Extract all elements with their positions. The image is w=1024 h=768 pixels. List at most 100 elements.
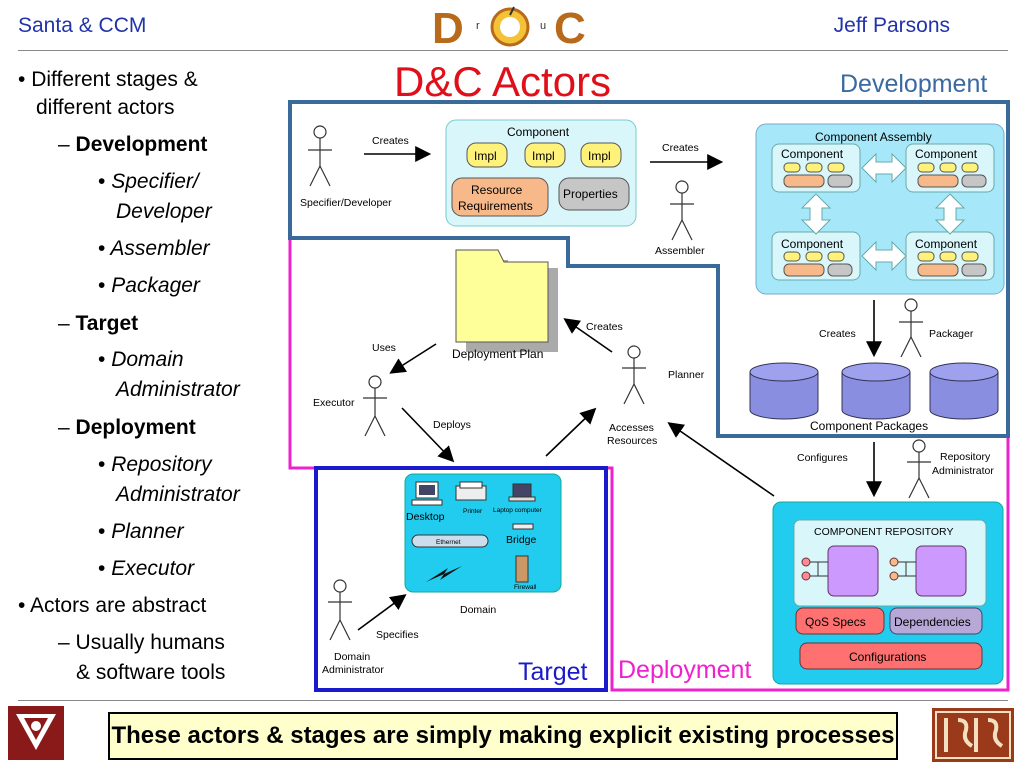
repo-component-icon <box>915 545 967 597</box>
bullet-domain-text: Domain <box>111 348 184 371</box>
planner-label: Planner <box>668 369 705 381</box>
bullet-specifier-text-2: Developer <box>116 200 212 223</box>
bullet-deployment-text: Deployment <box>75 416 196 439</box>
assembler-label: Assembler <box>655 245 705 257</box>
impl-pill <box>580 142 622 168</box>
dependencies-box <box>889 607 983 635</box>
bullet-stages: • Different stages & <box>18 66 198 93</box>
desktop-label: Desktop <box>406 511 445 523</box>
accesses-label-2: Resources <box>607 435 657 447</box>
bullet-dot: • <box>98 237 106 260</box>
double-arrow-icon <box>934 193 966 235</box>
qos-specs-box <box>795 607 885 635</box>
component-packages <box>749 362 999 420</box>
bullet-domain: • Domain <box>98 346 184 373</box>
bridge-label: Bridge <box>506 534 537 546</box>
assembly-components: Component Component Component Component <box>771 143 995 281</box>
specifier-actor-icon <box>308 125 332 187</box>
bullet-humans-text: Usually humans <box>75 631 225 654</box>
accesses-label-1: Accesses <box>609 422 654 434</box>
logo-small-u: u <box>540 20 546 32</box>
component-title: Component <box>507 125 570 139</box>
firewall-label: Firewall <box>514 584 537 591</box>
bullet-dot: • <box>98 453 106 476</box>
creates-arrow-3 <box>563 318 613 353</box>
repo-admin-label-2: Administrator <box>932 465 994 477</box>
printer-icon <box>455 481 487 501</box>
dash: – <box>58 416 70 439</box>
assembly-title: Component Assembly <box>815 130 932 144</box>
logo-small-g: r <box>476 20 480 32</box>
stage-label-development: Development <box>840 70 988 98</box>
assembly-component-label: Component <box>915 237 978 251</box>
configurations-label: Configurations <box>849 650 926 664</box>
bullet-dot: • <box>98 348 106 371</box>
impl-pills: Impl Impl Impl <box>466 142 622 168</box>
properties-label: Properties <box>563 187 618 201</box>
isis-letters <box>944 718 1004 752</box>
repository-access-arrow <box>667 422 775 497</box>
assembly-component-label: Component <box>781 147 844 161</box>
bullet-domain-text-2: Administrator <box>116 378 240 401</box>
ethernet-label: Ethernet <box>436 539 461 546</box>
doc-group-logo: D r u C <box>432 4 586 49</box>
header-divider <box>18 50 1008 51</box>
resource-requirements-box <box>451 177 549 217</box>
logo-o-inner <box>500 17 520 37</box>
bullet-dot: • <box>98 170 106 193</box>
bullet-abstract-text: Actors are abstract <box>30 594 207 617</box>
specifies-arrow <box>357 594 407 631</box>
bullet-specifier: • Specifier/ <box>98 168 199 195</box>
package-cylinder-icon <box>749 372 819 420</box>
wan-link-icon <box>426 566 462 582</box>
uses-label: Uses <box>372 342 396 354</box>
bullet-stages-text: Different stages & <box>31 68 198 91</box>
bullet-development-text: Development <box>75 133 208 156</box>
firewall-icon <box>515 555 529 583</box>
laptop-icon <box>508 483 536 502</box>
impl-label: Impl <box>474 149 497 163</box>
page-title: D&C Actors <box>394 58 612 105</box>
vanderbilt-logo <box>8 706 64 760</box>
domain-admin-label-2: Administrator <box>322 664 384 676</box>
repository-components <box>801 545 967 597</box>
assembly-component: Component <box>771 143 861 193</box>
logo-c: C <box>554 4 586 49</box>
printer-label: Printer <box>463 508 483 515</box>
deploys-arrow <box>401 407 455 463</box>
bullet-planner: • Planner <box>98 518 184 545</box>
bullet-abstract: • Actors are abstract <box>18 592 206 619</box>
bullet-dot: • <box>18 594 26 617</box>
desktop-icon <box>411 481 443 506</box>
ethernet-icon <box>411 534 489 548</box>
bullet-dot: • <box>18 68 26 91</box>
footer-divider <box>18 700 1008 701</box>
domain-admin-actor-icon <box>328 579 352 641</box>
logo-o-needle <box>509 6 515 16</box>
bullet-assembler: • Assembler <box>98 235 210 262</box>
header-left: Santa & CCM <box>18 14 147 37</box>
deploys-label: Deploys <box>433 419 471 431</box>
bullet-humans: – Usually humans <box>58 629 225 656</box>
domain-label: Domain <box>460 604 496 616</box>
bullet-humans-text-2: & software tools <box>76 661 226 684</box>
stage-label-target: Target <box>518 658 588 686</box>
bullet-target-text: Target <box>75 312 139 335</box>
bullet-planner-text: Planner <box>111 520 184 543</box>
footer-callout: These actors & stages are simply making … <box>108 712 898 760</box>
impl-pill <box>524 142 566 168</box>
domain-admin-label-1: Domain <box>334 651 370 663</box>
packages-label: Component Packages <box>810 419 928 433</box>
target-stage-border <box>314 466 608 692</box>
repository-title: COMPONENT REPOSITORY <box>814 526 953 538</box>
header-right: Jeff Parsons <box>833 14 950 37</box>
package-cylinder-icon <box>841 372 911 420</box>
assembly-component: Component <box>771 231 861 281</box>
assembly-component: Component <box>905 231 995 281</box>
qos-specs-label: QoS Specs <box>805 615 866 629</box>
creates-label-1: Creates <box>372 135 409 147</box>
bullet-deployment: – Deployment <box>58 414 196 441</box>
repo-admin-actor-icon <box>907 439 931 499</box>
dependencies-label: Dependencies <box>894 615 971 629</box>
double-arrow-icon <box>861 240 907 272</box>
